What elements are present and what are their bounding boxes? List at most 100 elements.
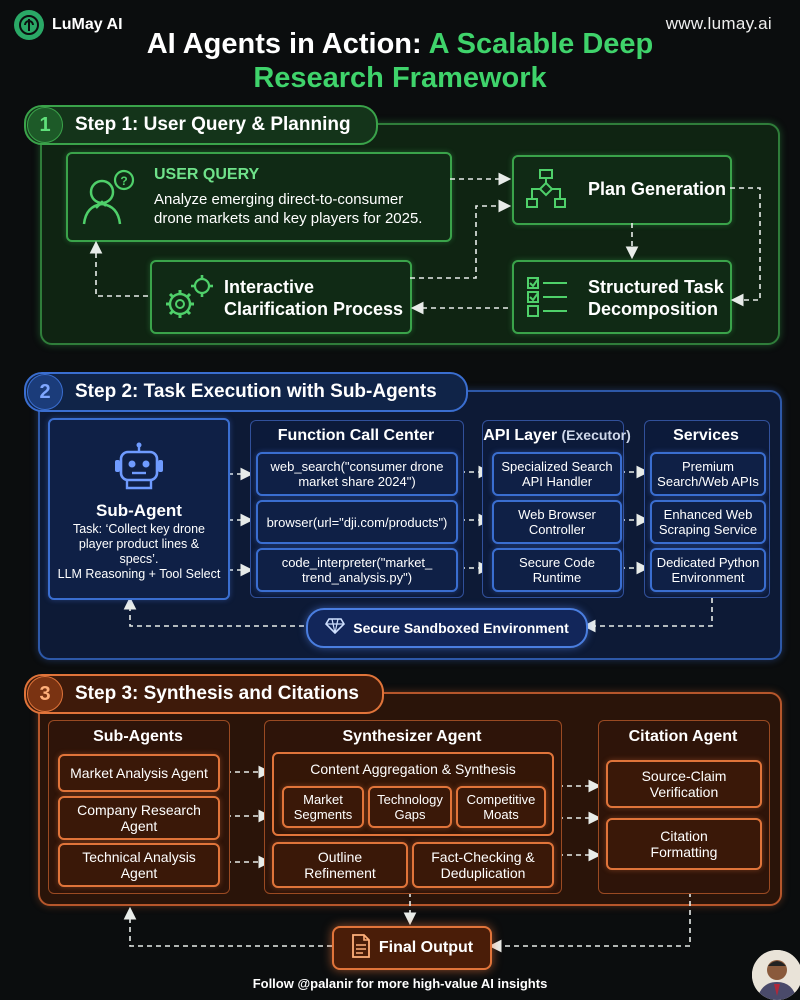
- arrow-plan-to-decomp-outer: [730, 187, 761, 307]
- aggregation-label: Content Aggregation & Synthesis: [310, 761, 516, 777]
- diamond-icon: [325, 617, 346, 639]
- svc3-line2: Environment: [671, 570, 745, 585]
- sa3-line2: Agent: [120, 865, 158, 881]
- call3-line2: trend_analysis.py"): [301, 570, 413, 585]
- arrow-clarify-to-plan: [410, 199, 512, 279]
- sub-agent-task-line1: Task: ‘Collect key drone: [72, 522, 205, 536]
- api-layer-header-sub: (Executor): [561, 427, 631, 443]
- user-query-box: ? USER QUERY Analyze emerging direct-to-…: [66, 152, 452, 242]
- api3-line1: Secure Code: [519, 555, 595, 570]
- competitive-moats-box: Competitive Moats: [456, 786, 546, 828]
- task-decomposition-label: Structured Task Decomposition: [588, 276, 724, 320]
- technical-analysis-agent: Technical Analysis Agent: [58, 843, 220, 887]
- svc3-line1: Dedicated Python: [656, 555, 760, 570]
- api-search-handler: Specialized Search API Handler: [492, 452, 622, 496]
- clarification-line1: Interactive: [224, 277, 315, 297]
- step1-title: Step 1: User Query & Planning: [75, 114, 351, 135]
- document-icon: [351, 933, 371, 963]
- api3-line2: Runtime: [532, 570, 582, 585]
- api-layer-header-main: API Layer: [483, 427, 558, 444]
- step1-number: 1: [27, 107, 63, 143]
- outline-line2: Refinement: [304, 865, 376, 881]
- seg2-line2: Gaps: [394, 807, 426, 822]
- cite2-line1: Citation: [660, 828, 708, 844]
- arrow-services-to-sandbox: [582, 598, 713, 633]
- sa2-line2: Agent: [120, 818, 158, 834]
- seg3-line2: Moats: [483, 807, 519, 822]
- task-decomposition-line1: Structured Task: [588, 277, 724, 297]
- step2-title: Step 2: Task Execution with Sub-Agents: [75, 381, 437, 402]
- api-browser-controller: Web Browser Controller: [492, 500, 622, 544]
- sub-agents-header: Sub-Agents: [93, 728, 183, 745]
- call1-line2: market share 2024"): [298, 474, 416, 489]
- api2-line1: Web Browser: [518, 507, 596, 522]
- step1-header: 1 Step 1: User Query & Planning: [24, 105, 378, 145]
- title-white-part: AI Agents in Action:: [146, 28, 422, 60]
- service-web-scraping: Enhanced Web Scraping Service: [650, 500, 766, 544]
- seg1-line1: Market: [303, 792, 343, 807]
- function-call-web-search: web_search("consumer drone market share …: [256, 452, 458, 496]
- outline-refinement-box: Outline Refinement: [272, 842, 408, 888]
- brand-name: LuMay AI: [52, 16, 123, 33]
- outline-line1: Outline: [317, 849, 363, 865]
- arrow-output-to-subagents: [123, 906, 332, 947]
- page-title: AI Agents in Action: A Scalable Deep: [0, 26, 800, 62]
- factcheck-line2: Deduplication: [440, 865, 526, 881]
- title-green-part-2: Research Framework: [253, 62, 547, 94]
- title-green-part: A Scalable Deep: [428, 28, 654, 60]
- step3-header: 3 Step 3: Synthesis and Citations: [24, 674, 384, 714]
- sub-agent-task-line3: specs’.: [119, 552, 159, 566]
- robot-icon: [113, 442, 165, 495]
- clarification-box: Interactive Clarification Process: [150, 260, 412, 334]
- market-analysis-agent: Market Analysis Agent: [58, 754, 220, 792]
- sub-agent-box: Sub-Agent Task: ‘Collect key drone playe…: [48, 418, 230, 600]
- call2-line1: browser(url="dji.com/products"): [266, 514, 448, 530]
- sub-agent-task-line2: player product lines &: [78, 537, 200, 551]
- user-query-label: USER QUERY: [154, 166, 260, 183]
- arrow-clarify-to-query: [89, 240, 148, 297]
- api1-line1: Specialized Search: [501, 459, 613, 474]
- fact-checking-box: Fact-Checking & Deduplication: [412, 842, 554, 888]
- api-code-runtime: Secure Code Runtime: [492, 548, 622, 592]
- function-call-code-interpreter: code_interpreter("market_ trend_analysis…: [256, 548, 458, 592]
- user-query-text: Analyze emerging direct-to-consumer dron…: [154, 190, 422, 228]
- task-decomposition-box: Structured Task Decomposition: [512, 260, 732, 334]
- sandbox-pill: Secure Sandboxed Environment: [306, 608, 588, 648]
- call1-line1: web_search("consumer drone: [270, 459, 444, 474]
- plan-generation-label: Plan Generation: [588, 179, 727, 199]
- source-claim-verification-box: Source-Claim Verification: [606, 760, 762, 808]
- avatar: [752, 950, 800, 1000]
- website-link[interactable]: www.lumay.ai: [665, 14, 772, 33]
- svc1-line1: Premium: [681, 459, 734, 474]
- sandbox-label: Secure Sandboxed Environment: [353, 620, 569, 636]
- sa3-line1: Technical Analysis: [82, 849, 196, 865]
- factcheck-line1: Fact-Checking &: [431, 849, 535, 865]
- footer-text: Follow @palanir for more high-value AI i…: [252, 976, 548, 991]
- flowchart-icon: [526, 169, 566, 216]
- plan-generation-box: Plan Generation: [512, 155, 732, 225]
- step3-title: Step 3: Synthesis and Citations: [75, 683, 359, 704]
- checklist-icon: [526, 276, 570, 323]
- service-premium-search: Premium Search/Web APIs: [650, 452, 766, 496]
- api1-line2: API Handler: [521, 474, 593, 489]
- synthesizer-header: Synthesizer Agent: [342, 728, 482, 745]
- market-segments-box: Market Segments: [282, 786, 364, 828]
- svc2-line1: Enhanced Web: [663, 507, 753, 522]
- seg2-line1: Technology: [377, 792, 443, 807]
- user-query-line2: drone markets and key players for 2025.: [154, 210, 423, 227]
- services-header: Services: [673, 427, 739, 444]
- clarification-label: Interactive Clarification Process: [224, 276, 403, 320]
- cite2-line2: Formatting: [650, 844, 718, 860]
- seg1-line2: Segments: [293, 807, 353, 822]
- user-query-line1: Analyze emerging direct-to-consumer: [154, 191, 404, 208]
- sa1-line1: Market Analysis Agent: [70, 765, 208, 781]
- citation-formatting-box: Citation Formatting: [606, 818, 762, 870]
- svc2-line2: Scraping Service: [658, 522, 758, 537]
- final-output-box: Final Output: [332, 926, 492, 970]
- function-call-center-header: Function Call Center: [277, 427, 435, 444]
- citation-agent-header: Citation Agent: [628, 728, 738, 745]
- function-call-browser: browser(url="dji.com/products"): [256, 500, 458, 544]
- gears-icon: [162, 272, 216, 329]
- step2-number: 2: [27, 374, 63, 410]
